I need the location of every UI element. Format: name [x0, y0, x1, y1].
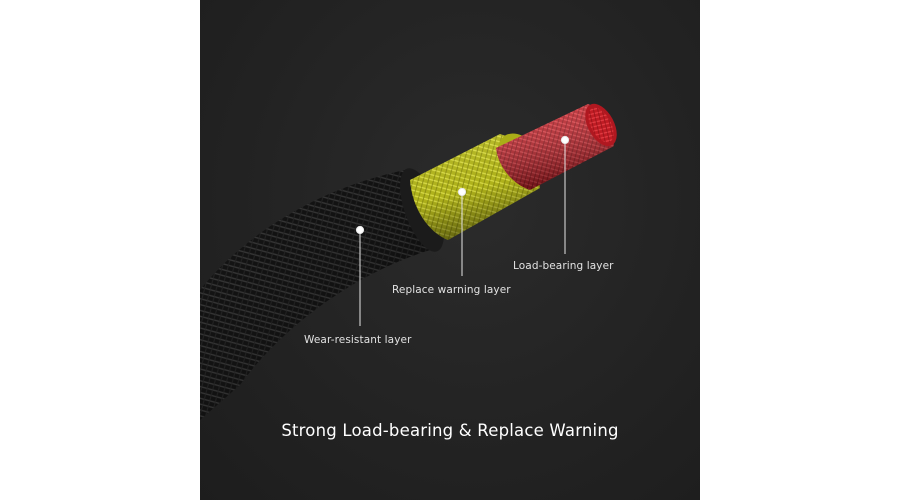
headline: Strong Load-bearing & Replace Warning	[281, 421, 619, 440]
callout-lines	[355, 135, 570, 326]
replace-warning-layer-label: Replace warning layer	[392, 284, 511, 296]
product-image-panel: Load-bearing layer Replace warning layer…	[200, 0, 700, 500]
wear-marker	[355, 225, 365, 235]
wear-resistant-layer-label: Wear-resistant layer	[304, 334, 412, 346]
red-inner-core	[496, 103, 617, 190]
load-bearing-marker	[560, 135, 570, 145]
load-bearing-layer-label: Load-bearing layer	[513, 260, 614, 272]
braided-cable-illustration	[200, 103, 617, 420]
warning-marker	[457, 187, 467, 197]
